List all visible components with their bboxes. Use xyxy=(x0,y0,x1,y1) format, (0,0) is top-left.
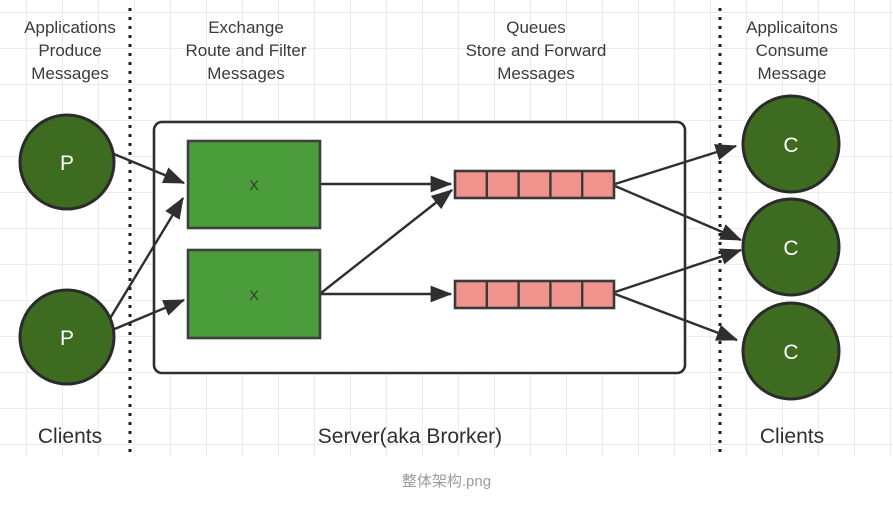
consumer-3[interactable]: C xyxy=(741,301,841,401)
consumer-1[interactable]: C xyxy=(741,94,841,194)
producer-1-circle[interactable] xyxy=(18,113,116,211)
arrow-queue1-consumer2 xyxy=(614,184,743,242)
consumer-1-circle[interactable] xyxy=(741,94,841,194)
consumer-1-label: C xyxy=(783,134,798,157)
exchange-2-label: X xyxy=(249,287,259,303)
arrow-queue2-consumer2 xyxy=(614,248,743,294)
exchange-1-box[interactable] xyxy=(186,139,322,230)
header-line: Store and Forward xyxy=(465,41,607,60)
exchange-2[interactable]: X xyxy=(186,248,322,340)
header-line: Queues xyxy=(506,18,566,37)
consumer-2-label: C xyxy=(783,237,798,260)
exchange-1-label: X xyxy=(249,177,259,193)
consumer-3-label: C xyxy=(783,341,798,364)
header-line: Messages xyxy=(497,64,575,83)
header-queues-store: Queues Store and Forward Messages xyxy=(430,16,642,85)
connection-arrows xyxy=(101,144,743,342)
header-line: Messages xyxy=(31,64,109,83)
header-line: Route and Filter xyxy=(185,41,307,60)
queue-1[interactable] xyxy=(453,169,616,200)
exchange-1[interactable]: X xyxy=(186,139,322,230)
queue-2-body[interactable] xyxy=(453,279,616,310)
header-line: Exchange xyxy=(208,18,284,37)
header-line: Applicaitons xyxy=(746,18,838,37)
footer-clients-right: Clients xyxy=(759,425,825,448)
producer-2-label: P xyxy=(60,327,74,350)
header-line: Produce xyxy=(38,41,102,60)
file-caption: 整体架构.png xyxy=(401,473,492,490)
producer-2-circle[interactable] xyxy=(18,288,116,386)
producer-1[interactable]: P xyxy=(18,113,116,211)
consumer-3-circle[interactable] xyxy=(741,301,841,401)
producer-1-label: P xyxy=(60,152,74,175)
queue-2[interactable] xyxy=(453,279,616,310)
header-line: Applications xyxy=(24,18,116,37)
consumer-2-circle[interactable] xyxy=(741,197,841,297)
arrow-queue1-consumer1 xyxy=(614,144,738,186)
footer-clients-left: Clients xyxy=(37,425,103,448)
header-line: Messages xyxy=(207,64,285,83)
arrow-queue2-consumer3 xyxy=(614,292,739,342)
consumer-2[interactable]: C xyxy=(741,197,841,297)
arrow-producer1-exchange1 xyxy=(108,150,186,185)
diagram-graphics: P P X X xyxy=(18,8,841,452)
header-line: Consume xyxy=(755,41,829,60)
exchange-2-box[interactable] xyxy=(186,248,322,340)
header-exchange-route: Exchange Route and Filter Messages xyxy=(160,16,332,85)
producer-2[interactable]: P xyxy=(18,288,116,386)
arrow-producer2-exchange1 xyxy=(101,196,185,331)
header-applications-consume: Applicaitons Consume Message xyxy=(716,16,868,85)
header-applications-produce: Applications Produce Messages xyxy=(0,16,140,85)
queue-1-body[interactable] xyxy=(453,169,616,200)
arrow-producer2-exchange2 xyxy=(104,298,186,335)
header-line: Message xyxy=(757,64,827,83)
footer-server: Server(aka Brorker) xyxy=(317,425,503,448)
arrow-exchange2-queue1 xyxy=(320,189,453,294)
